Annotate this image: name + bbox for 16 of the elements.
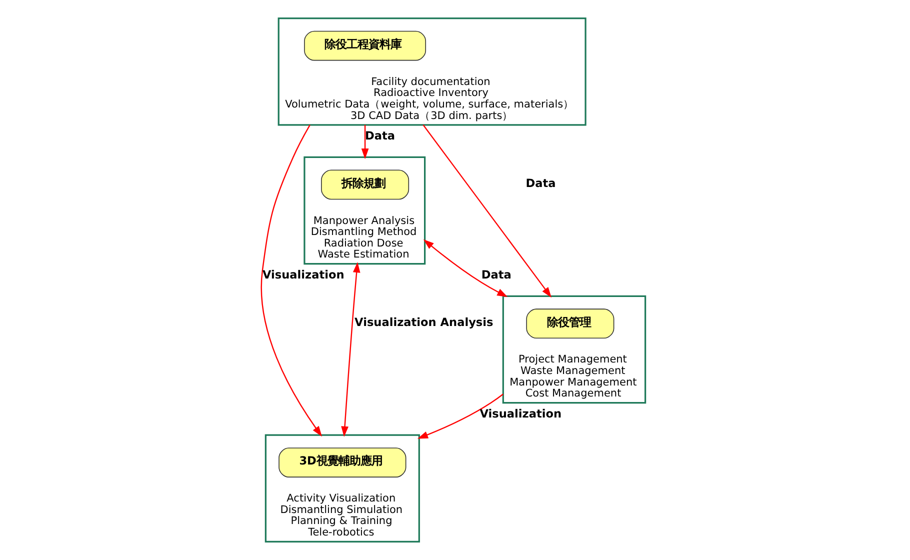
arrow [422,124,551,298]
node-box: 除役管理 [526,308,614,339]
arrow [360,124,368,160]
edge-label: Data [525,176,556,190]
node-box: 拆除規劃 [320,170,409,200]
edge-label: Visualization [479,407,562,420]
arrow [422,239,508,297]
node-box: 除役工程資料庫 [304,30,426,61]
arrow [260,124,322,437]
edge-label: Visualization Analysis [354,316,493,329]
node-box: 3D視覺輔助應用 [278,448,406,478]
arrow [416,394,504,439]
edge-label: Visualization [262,268,344,282]
edge-label: Data [480,268,511,282]
arrow [340,262,360,437]
edge-label: Data [364,130,395,143]
